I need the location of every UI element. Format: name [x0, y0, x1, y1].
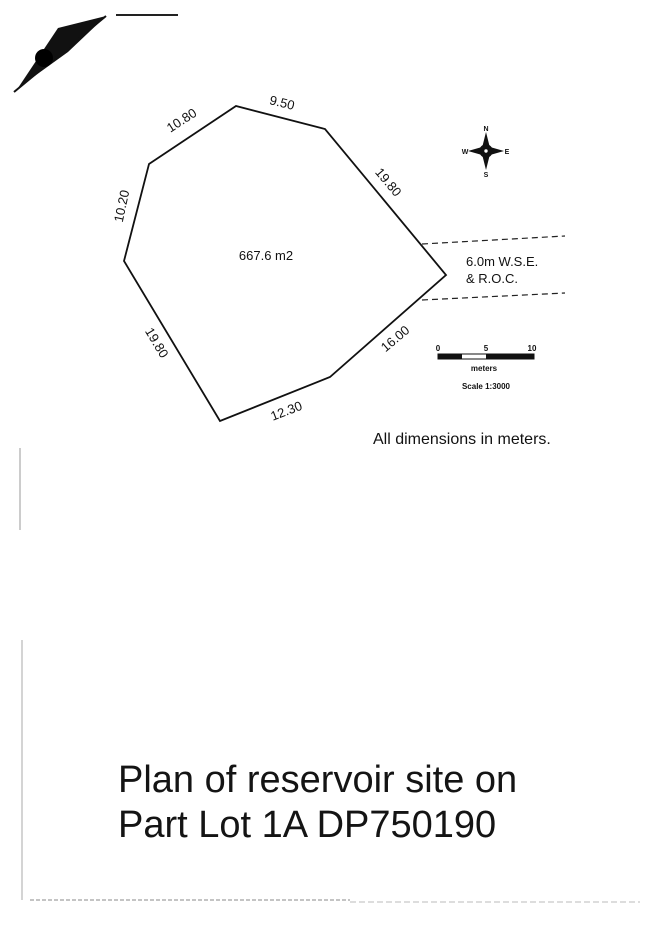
scale-unit-label: meters: [471, 364, 498, 373]
easement-line-upper: [421, 235, 566, 245]
compass-west-label: W: [462, 149, 469, 156]
compass-east-label: E: [505, 149, 510, 156]
scale-tick-5: 5: [484, 344, 489, 353]
scale-bar: 0 5 10 meters Scale 1:3000: [436, 344, 537, 391]
dimension-sw: 19.80: [142, 325, 172, 361]
scale-tick-0: 0: [436, 344, 441, 353]
dimension-w: 10.20: [111, 189, 132, 224]
compass-south-label: S: [484, 172, 489, 179]
scale-ratio-label: Scale 1:3000: [462, 382, 511, 391]
lot-boundary: [123, 105, 448, 423]
easement-label-line2: & R.O.C.: [466, 271, 518, 286]
dimension-se: 16.00: [378, 322, 413, 354]
plan-title-line2: Part Lot 1A DP750190: [118, 804, 497, 846]
dimension-nw: 10.80: [164, 105, 199, 135]
easement-label-line1: 6.0m W.S.E.: [466, 254, 538, 269]
compass-rose-icon: N S W E: [462, 126, 510, 179]
scale-tick-10: 10: [528, 344, 537, 353]
dimensions-note: All dimensions in meters.: [373, 431, 551, 448]
plan-title-line1: Plan of reservoir site on: [118, 759, 518, 801]
plan-title: Plan of reservoir site on Part Lot 1A DP…: [118, 758, 517, 848]
easement-line-lower: [421, 292, 566, 301]
lot-area-label: 667.6 m2: [239, 248, 293, 263]
dimension-s: 12.30: [269, 398, 305, 424]
dimension-ne: 19.80: [372, 165, 404, 200]
scan-artifacts: [13, 14, 640, 903]
compass-north-label: N: [483, 126, 488, 133]
dimension-n: 9.50: [268, 92, 296, 113]
